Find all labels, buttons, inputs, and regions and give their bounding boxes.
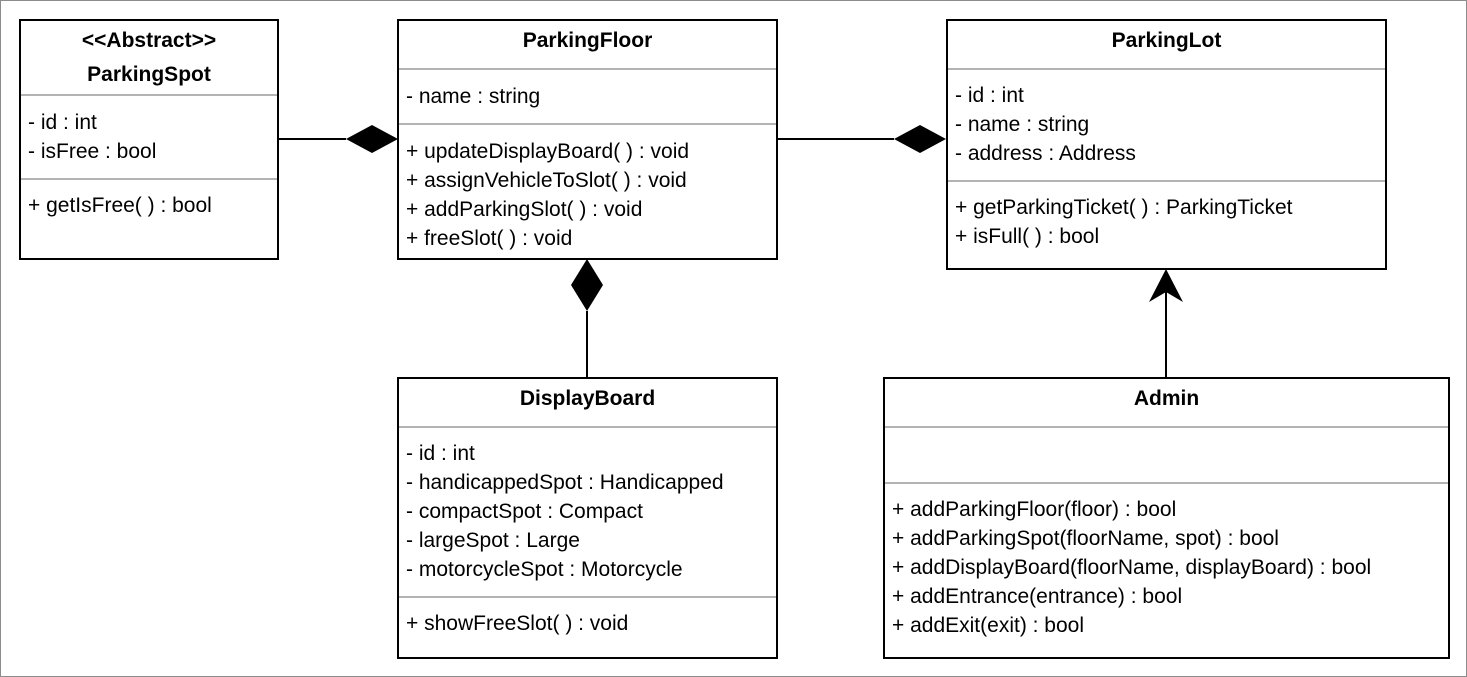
methods-section: + showFreeSlot( ) : void	[399, 598, 776, 646]
section-separator	[399, 596, 776, 598]
section-separator	[948, 68, 1385, 70]
method-row: + addParkingFloor(floor) : bool	[892, 498, 1177, 521]
method-row: + assignVehicleToSlot( ) : void	[406, 169, 687, 192]
attribute-row: - id : int	[406, 442, 475, 465]
method-row: + updateDisplayBoard( ) : void	[406, 140, 690, 163]
section-separator	[21, 94, 277, 96]
attribute-row: - isFree : bool	[28, 140, 157, 163]
section-separator	[885, 482, 1448, 484]
attributes-section	[885, 428, 1448, 482]
method-row: + addDisplayBoard(floorName, displayBoar…	[892, 556, 1372, 579]
methods-section: + addParkingFloor(floor) : bool + addPar…	[885, 484, 1448, 648]
attributes-section: - id : int - name : string - address : A…	[948, 70, 1385, 180]
association-arrowhead	[1149, 269, 1183, 302]
attribute-row: - name : string	[406, 85, 541, 108]
method-row: + isFull( ) : bool	[955, 225, 1100, 248]
method-row: + freeSlot( ) : void	[406, 227, 573, 250]
section-separator	[21, 178, 277, 180]
method-row: + showFreeSlot( ) : void	[406, 612, 629, 635]
attributes-section: - id : int - handicappedSpot : Handicapp…	[399, 428, 776, 596]
class-parking-spot: <<Abstract>> ParkingSpot - id : int - is…	[19, 19, 279, 260]
class-name: ParkingLot	[1111, 29, 1222, 52]
method-row: + addExit(exit) : bool	[892, 614, 1085, 637]
class-name: ParkingFloor	[522, 29, 653, 52]
attribute-row: - motorcycleSpot : Motorcycle	[406, 558, 683, 581]
class-stereotype: <<Abstract>>	[81, 29, 217, 52]
section-separator	[885, 426, 1448, 428]
section-separator	[399, 68, 776, 70]
method-row: + addParkingSpot(floorName, spot) : bool	[892, 527, 1279, 550]
attribute-row: - handicappedSpot : Handicapped	[406, 471, 724, 494]
methods-section: + updateDisplayBoard( ) : void + assignV…	[399, 125, 776, 261]
class-parking-lot: ParkingLot - id : int - name : string - …	[946, 19, 1387, 270]
class-header: <<Abstract>> ParkingSpot	[21, 21, 277, 92]
class-admin: Admin + addParkingFloor(floor) : bool + …	[883, 377, 1450, 659]
attribute-row: - compactSpot : Compact	[406, 500, 643, 523]
method-row: + getIsFree( ) : bool	[28, 194, 212, 217]
section-separator	[399, 426, 776, 428]
composition-diamond-lot-left	[894, 125, 946, 153]
class-header: ParkingLot	[948, 21, 1385, 58]
attribute-row: - address : Address	[955, 142, 1136, 165]
attributes-section: - id : int - isFree : bool	[21, 96, 277, 178]
attributes-section: - name : string	[399, 70, 776, 123]
class-header: DisplayBoard	[399, 379, 776, 416]
method-row: + addParkingSlot( ) : void	[406, 198, 643, 221]
methods-section: + getIsFree( ) : bool	[21, 180, 277, 228]
class-display-board: DisplayBoard - id : int - handicappedSpo…	[397, 377, 778, 659]
section-separator	[399, 123, 776, 125]
class-name: ParkingSpot	[87, 63, 211, 86]
composition-diamond-floor-bottom	[571, 259, 603, 311]
composition-diamond-floor-left	[346, 125, 398, 153]
class-parking-floor: ParkingFloor - name : string + updateDis…	[397, 19, 778, 260]
class-name: Admin	[1133, 387, 1200, 410]
class-name: DisplayBoard	[519, 387, 656, 410]
methods-section: + getParkingTicket( ) : ParkingTicket + …	[948, 182, 1385, 259]
attribute-row: - name : string	[955, 113, 1090, 136]
method-row: + addEntrance(entrance) : bool	[892, 585, 1183, 608]
attribute-row: - id : int	[28, 111, 97, 134]
method-row: + getParkingTicket( ) : ParkingTicket	[955, 196, 1293, 219]
section-separator	[948, 180, 1385, 182]
attribute-row: - id : int	[955, 84, 1024, 107]
class-header: ParkingFloor	[399, 21, 776, 58]
class-header: Admin	[885, 379, 1448, 416]
attribute-row: - largeSpot : Large	[406, 529, 580, 552]
